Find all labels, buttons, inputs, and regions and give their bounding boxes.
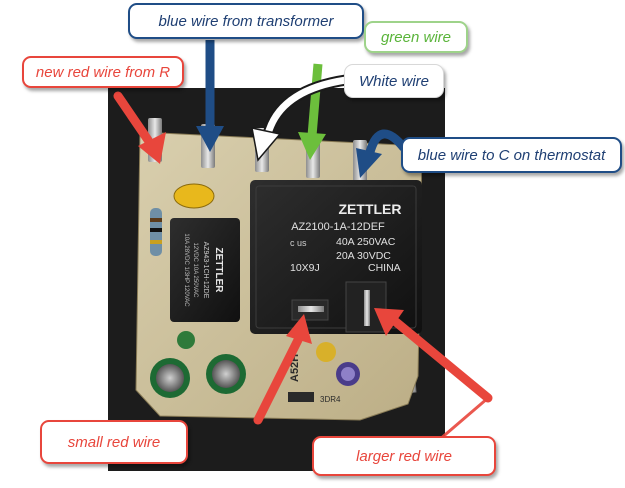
label-larger-red-wire: larger red wire [312,436,496,476]
svg-text:10A 28VDC 1/3HP 120VAC: 10A 28VDC 1/3HP 120VAC [183,233,189,307]
relay-rating-1: 40A 250VAC [336,236,396,248]
label-white-wire: White wire [344,64,444,98]
large-relay: ZETTLER AZ2100-1A-12DEF c us 40A 250VAC … [250,180,422,334]
arrow-green-wire [298,63,326,160]
small-relay: ZETTLER AZ943-1CH-12DE 12VDC 10A 250VAC … [170,218,240,322]
arrow-white-wire [251,74,347,162]
relay-model: AZ2100-1A-12DEF [291,221,385,233]
label-green-wire: green wire [364,21,468,53]
svg-text:12VDC 10A 250VAC: 12VDC 10A 250VAC [192,243,198,299]
board-code-mark: 3DR4 [320,395,341,404]
label-new-red-wire: new red wire from R [22,56,184,88]
relay-rating-2: 20A 30VDC [336,250,391,262]
relay-brand: ZETTLER [339,201,402,217]
capacitors [150,331,360,398]
arrow-new-red-wire [113,91,166,164]
svg-text:ZETTLER: ZETTLER [213,248,224,294]
resistor [150,208,162,256]
relay-origin: CHINA [368,262,401,274]
arrow-small-red-wire [253,314,312,425]
arrow-blue-thermostat [356,129,408,178]
relay-ul-mark: c us [290,238,307,248]
label-small-red-wire: small red wire [40,420,188,464]
relay-code: 10X9J [290,262,320,274]
label-blue-transformer: blue wire from transformer [128,3,364,39]
svg-text:AZ943-1CH-12DE: AZ943-1CH-12DE [202,242,209,299]
arrow-blue-transformer [196,40,224,152]
yellow-capacitor [173,183,215,209]
label-blue-thermostat: blue wire to C on thermostat [401,137,622,173]
